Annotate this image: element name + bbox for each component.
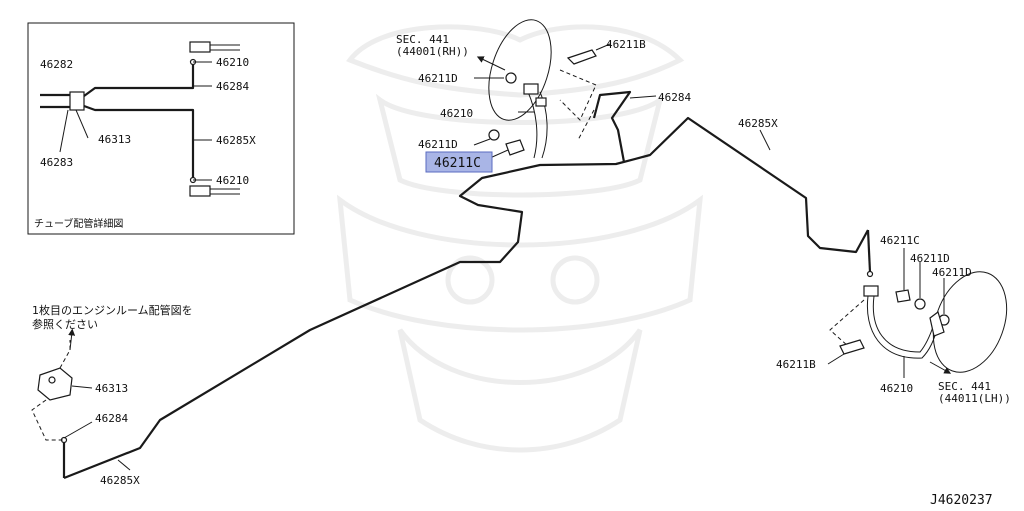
front-rh-hose-group: SEC. 441 (44001(RH)) 46211D 46211B 46210… xyxy=(396,19,691,173)
label-46283[interactable]: 46283 xyxy=(40,156,73,169)
clip-46211b-right xyxy=(839,339,865,355)
label-46211d-upper[interactable]: 46211D xyxy=(418,72,458,85)
label-46285x-bottom[interactable]: 46285X xyxy=(100,474,140,487)
sec-441-lh-line1[interactable]: SEC. 441 xyxy=(938,380,991,393)
label-46211d-right-a[interactable]: 46211D xyxy=(910,252,950,265)
label-46313-main[interactable]: 46313 xyxy=(95,382,128,395)
junction-block-46313 xyxy=(37,367,73,401)
label-46284-inset[interactable]: 46284 xyxy=(216,80,249,93)
washer-46211d-upper xyxy=(505,72,517,84)
label-46211c-highlight[interactable]: 46211C xyxy=(434,156,481,171)
label-46284-top[interactable]: 46284 xyxy=(658,91,691,104)
engine-room-note-line2: 参照ください xyxy=(32,317,98,331)
label-46210-top[interactable]: 46210 xyxy=(440,107,473,120)
inset-frame xyxy=(27,22,295,235)
bolt-46211c xyxy=(505,139,525,156)
label-46211d-right-b[interactable]: 46211D xyxy=(932,266,972,279)
sec-441-rh-line1[interactable]: SEC. 441 xyxy=(396,33,449,46)
label-46211c-right[interactable]: 46211C xyxy=(880,234,920,247)
watermark-logo xyxy=(336,24,704,453)
bolt-46211c-right xyxy=(895,289,911,303)
label-46210-inset-bottom[interactable]: 46210 xyxy=(216,174,249,187)
label-46210-inset-top[interactable]: 46210 xyxy=(216,56,249,69)
lh-caliper-outline xyxy=(932,271,1008,373)
brake-tube-46285x: 46285X 46285X xyxy=(60,90,874,487)
label-46211b-right[interactable]: 46211B xyxy=(776,358,816,371)
label-46211b-top[interactable]: 46211B xyxy=(606,38,646,51)
label-46211d-lower[interactable]: 46211D xyxy=(418,138,458,151)
label-46285x-top[interactable]: 46285X xyxy=(738,117,778,130)
front-lh-hose-group: 46211B 46211C 46211D 46211D 46210 SEC. 4… xyxy=(776,234,1011,405)
washer-46211d-a xyxy=(914,298,926,310)
engine-room-note-line1: 1枚目のエンジンルーム配管図を xyxy=(32,303,193,317)
clip-46211b xyxy=(566,49,597,65)
label-46282[interactable]: 46282 xyxy=(40,58,73,71)
diagram-code: J4620237 xyxy=(930,493,993,508)
label-46313-inset[interactable]: 46313 xyxy=(98,133,131,146)
label-46210-right[interactable]: 46210 xyxy=(880,382,913,395)
highlight-46211c[interactable] xyxy=(425,151,493,173)
sec-441-lh-line2[interactable]: (44011(LH)) xyxy=(938,392,1011,405)
inset-caption: チューブ配管詳細図 xyxy=(34,217,123,230)
inset-junction-block xyxy=(69,91,85,111)
sec-441-rh-line2[interactable]: (44001(RH)) xyxy=(396,45,469,58)
left-junction-group: 46313 46284 1枚目のエンジンルーム配管図を 参照ください xyxy=(31,303,193,441)
label-46284-left[interactable]: 46284 xyxy=(95,412,128,425)
tube-detail-inset: 46282 46283 46313 46210 46284 46285X 462… xyxy=(27,22,295,235)
label-46285x-inset[interactable]: 46285X xyxy=(216,134,256,147)
washer-46211d-lower xyxy=(488,129,500,141)
rh-caliper-outline xyxy=(488,19,552,121)
